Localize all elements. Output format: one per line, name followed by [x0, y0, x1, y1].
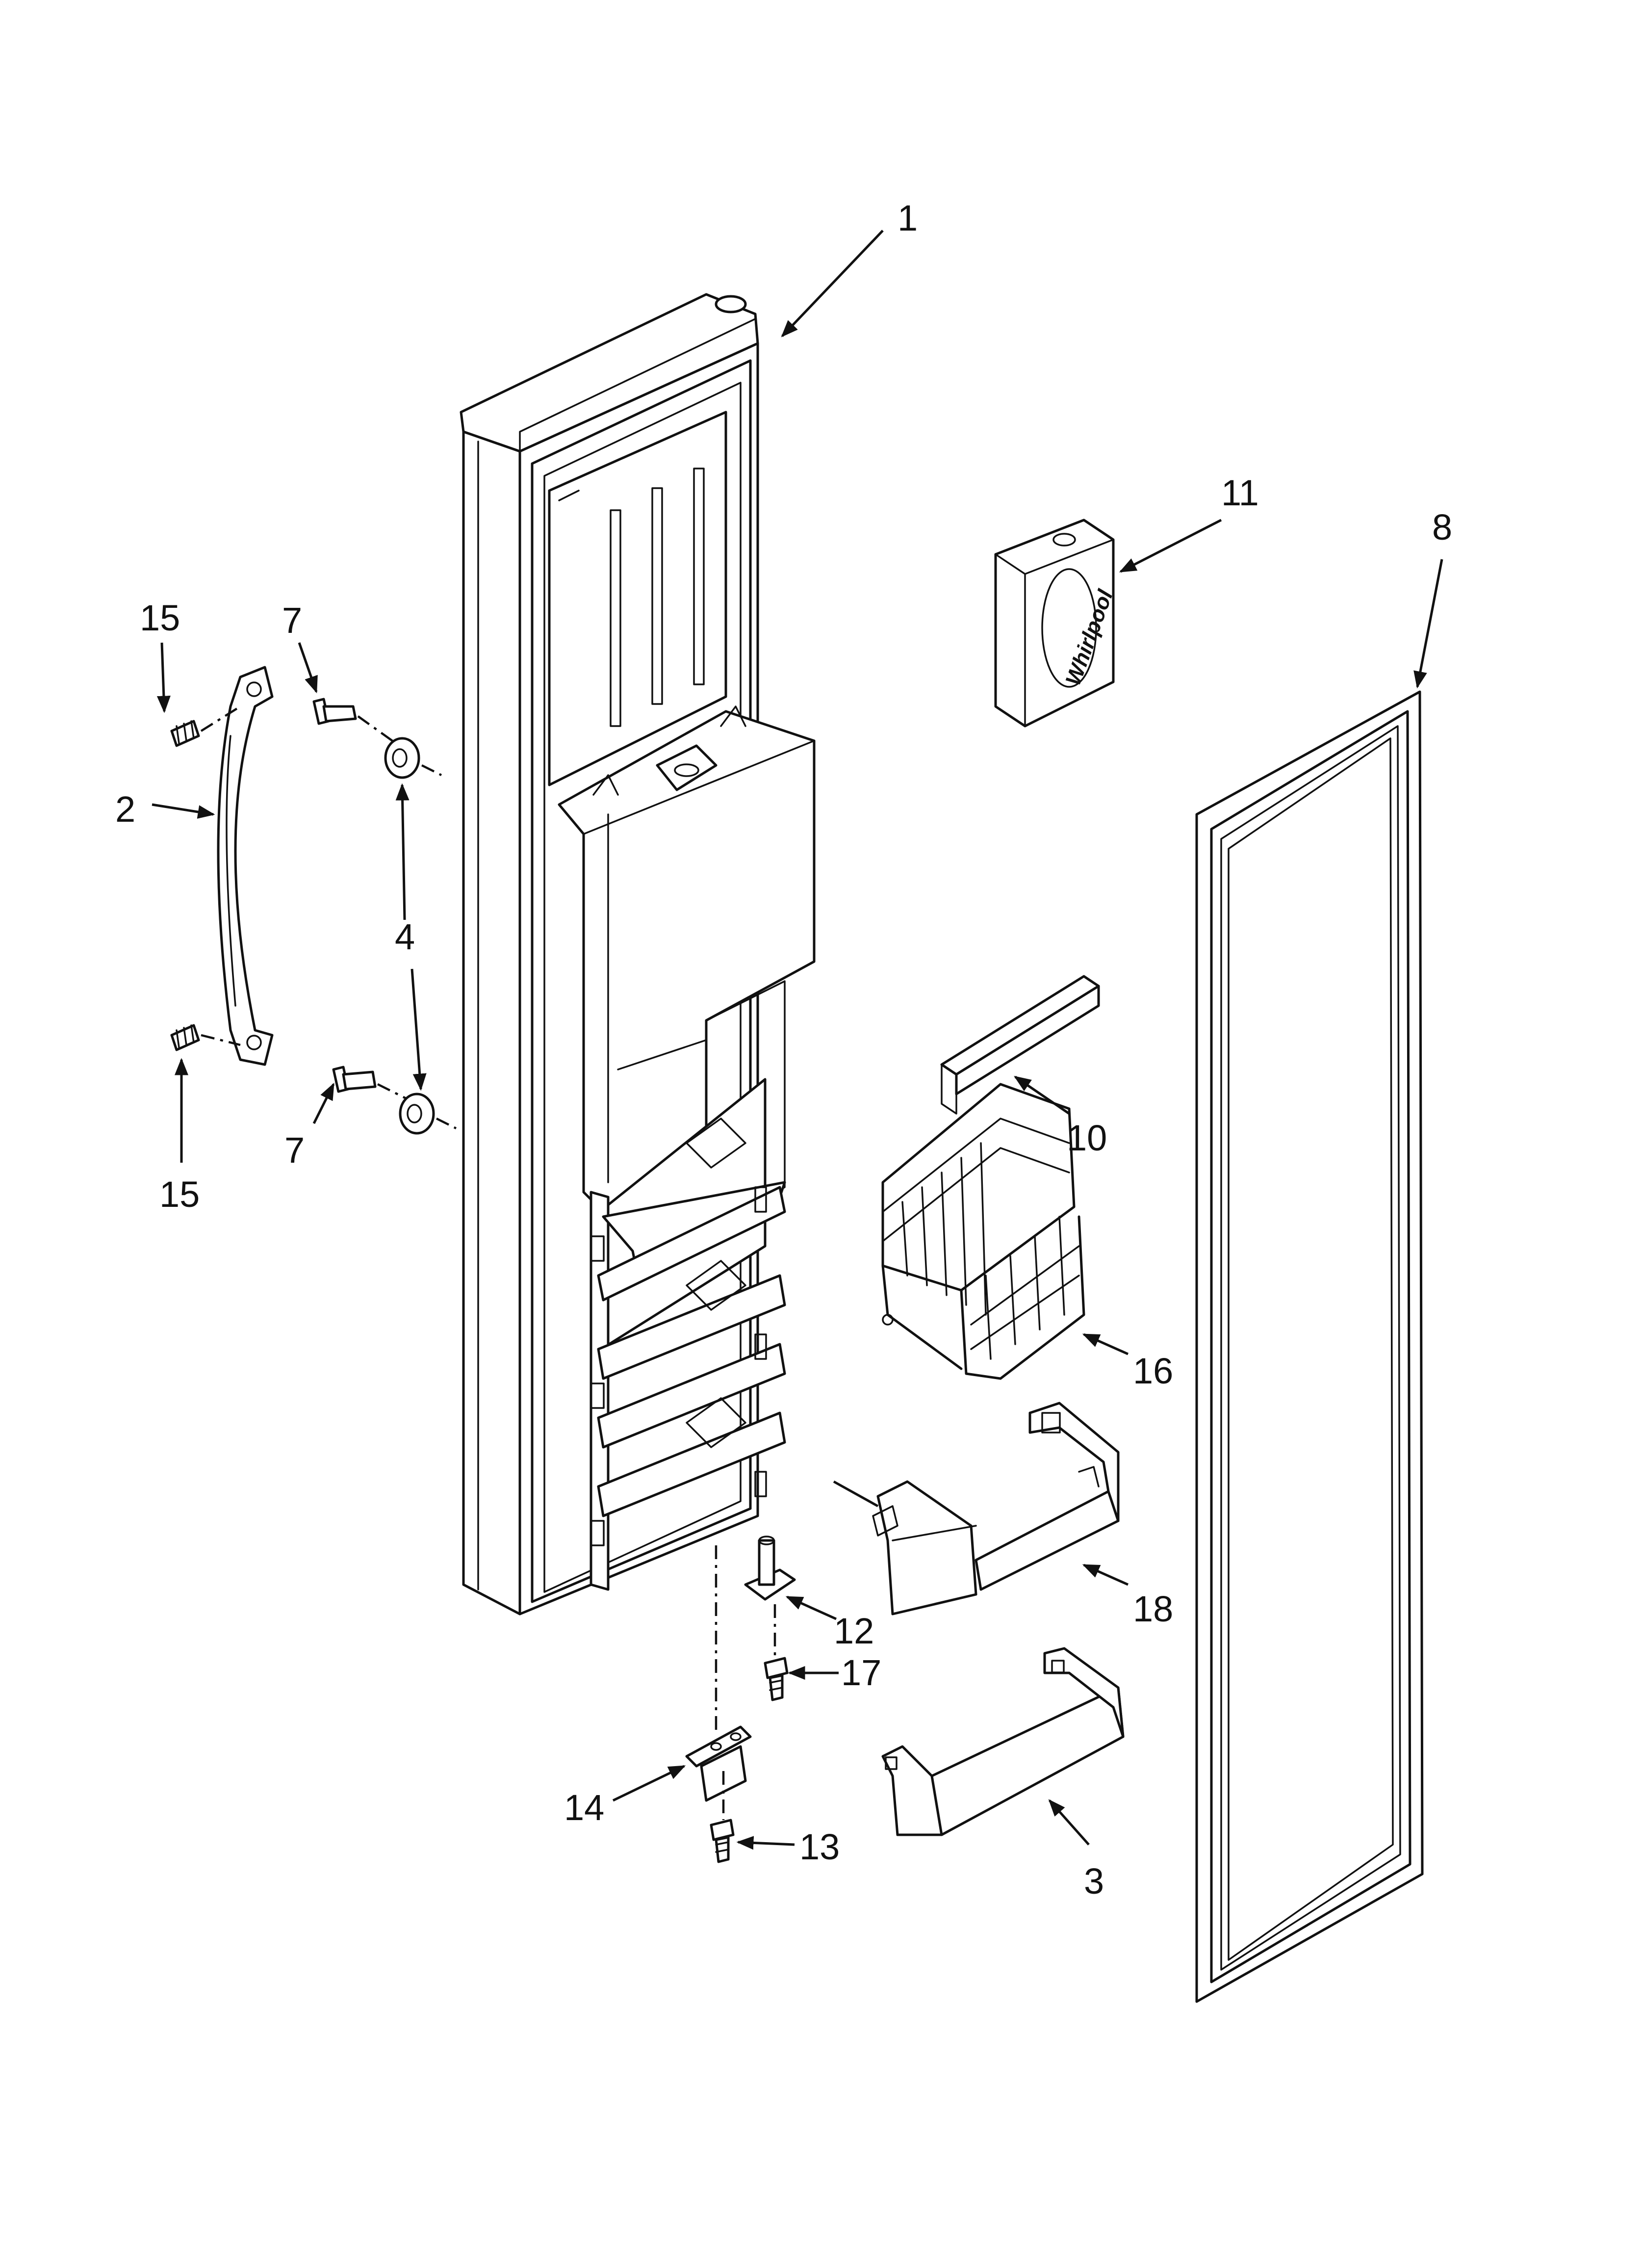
callout-18: 18	[1133, 1589, 1173, 1629]
callout-12: 12	[834, 1611, 874, 1651]
callout-2: 2	[115, 789, 135, 830]
callout-16: 16	[1133, 1351, 1173, 1391]
callout-8: 8	[1432, 507, 1452, 547]
handle-screws	[170, 705, 241, 1051]
door-bin-large	[872, 1402, 1120, 1616]
callout-13: 13	[799, 1826, 840, 1867]
door-gasket	[1195, 690, 1424, 2003]
leader-lines	[152, 230, 1443, 1850]
callout-17: 17	[841, 1652, 881, 1693]
lower-hinge-bracket	[685, 1545, 752, 1802]
hinge-pin	[744, 1536, 796, 1601]
callout-4: 4	[395, 916, 415, 957]
callout-11: 11	[1221, 472, 1259, 513]
callout-7-top: 7	[282, 600, 302, 641]
trim-strip	[940, 975, 1100, 1115]
callout-10: 10	[1067, 1118, 1107, 1158]
hinge-bracket-screw	[710, 1771, 735, 1863]
callout-15-top: 15	[140, 598, 180, 638]
wire-basket	[881, 1083, 1085, 1380]
door-handle	[217, 666, 274, 1066]
callout-7-bottom: 7	[284, 1130, 305, 1171]
callout-3: 3	[1084, 1861, 1104, 1902]
callout-15-bottom: 15	[159, 1174, 200, 1215]
door-bin-small	[881, 1647, 1125, 1836]
callout-1: 1	[898, 198, 918, 238]
door-assembly	[460, 293, 816, 1616]
hinge-pin-screw	[764, 1604, 789, 1701]
callout-labels: 1 11 8 15 7 2 4 15 7 10 16 18 12 17 14 1…	[115, 198, 1452, 1902]
handle-standoffs	[384, 737, 457, 1135]
water-filter-cartridge: Whirlpool	[994, 519, 1118, 728]
callout-14: 14	[564, 1787, 604, 1828]
handle-bolts	[312, 698, 408, 1100]
